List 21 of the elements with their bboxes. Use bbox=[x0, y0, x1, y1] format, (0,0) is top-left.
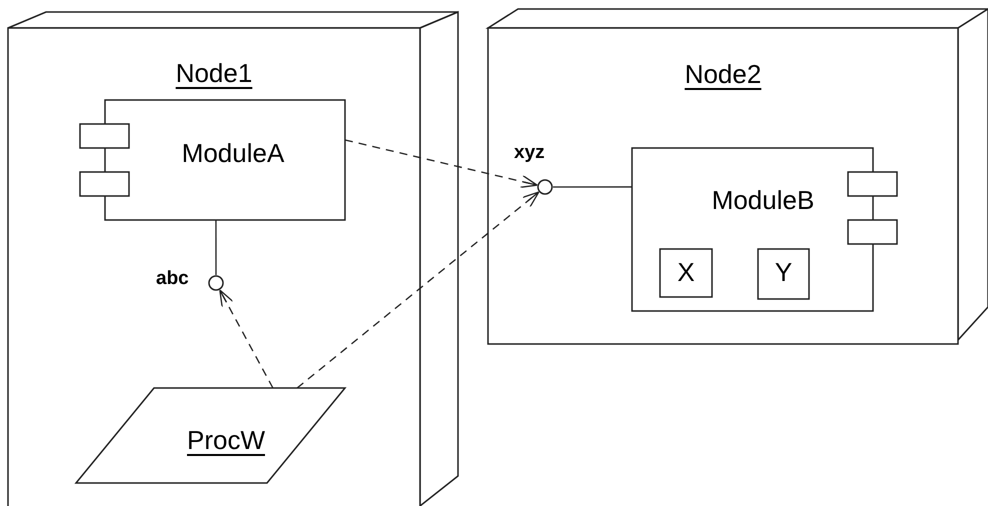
part-box bbox=[660, 249, 712, 297]
component-box bbox=[80, 100, 345, 220]
interface-label: xyz bbox=[514, 142, 545, 164]
node-label: ModuleB bbox=[712, 185, 814, 215]
node-label: Y bbox=[774, 257, 794, 287]
dependency-arrow bbox=[296, 191, 540, 388]
part-box bbox=[758, 249, 809, 299]
dependency-arrow bbox=[344, 139, 538, 188]
node-label: X bbox=[676, 257, 696, 287]
node-label: ModuleA bbox=[182, 138, 284, 168]
node-label: ProcW bbox=[187, 425, 265, 455]
node-label: Node1 bbox=[174, 58, 254, 88]
node-label: Node2 bbox=[684, 59, 762, 89]
interface-circle bbox=[537, 179, 553, 195]
dependency-arrow bbox=[219, 289, 274, 388]
component-box bbox=[632, 148, 897, 311]
process-shape bbox=[76, 388, 345, 483]
connector-line bbox=[215, 220, 217, 275]
interface-label: abc bbox=[156, 268, 189, 290]
connector-line bbox=[553, 186, 632, 188]
interface-circle bbox=[208, 275, 224, 291]
